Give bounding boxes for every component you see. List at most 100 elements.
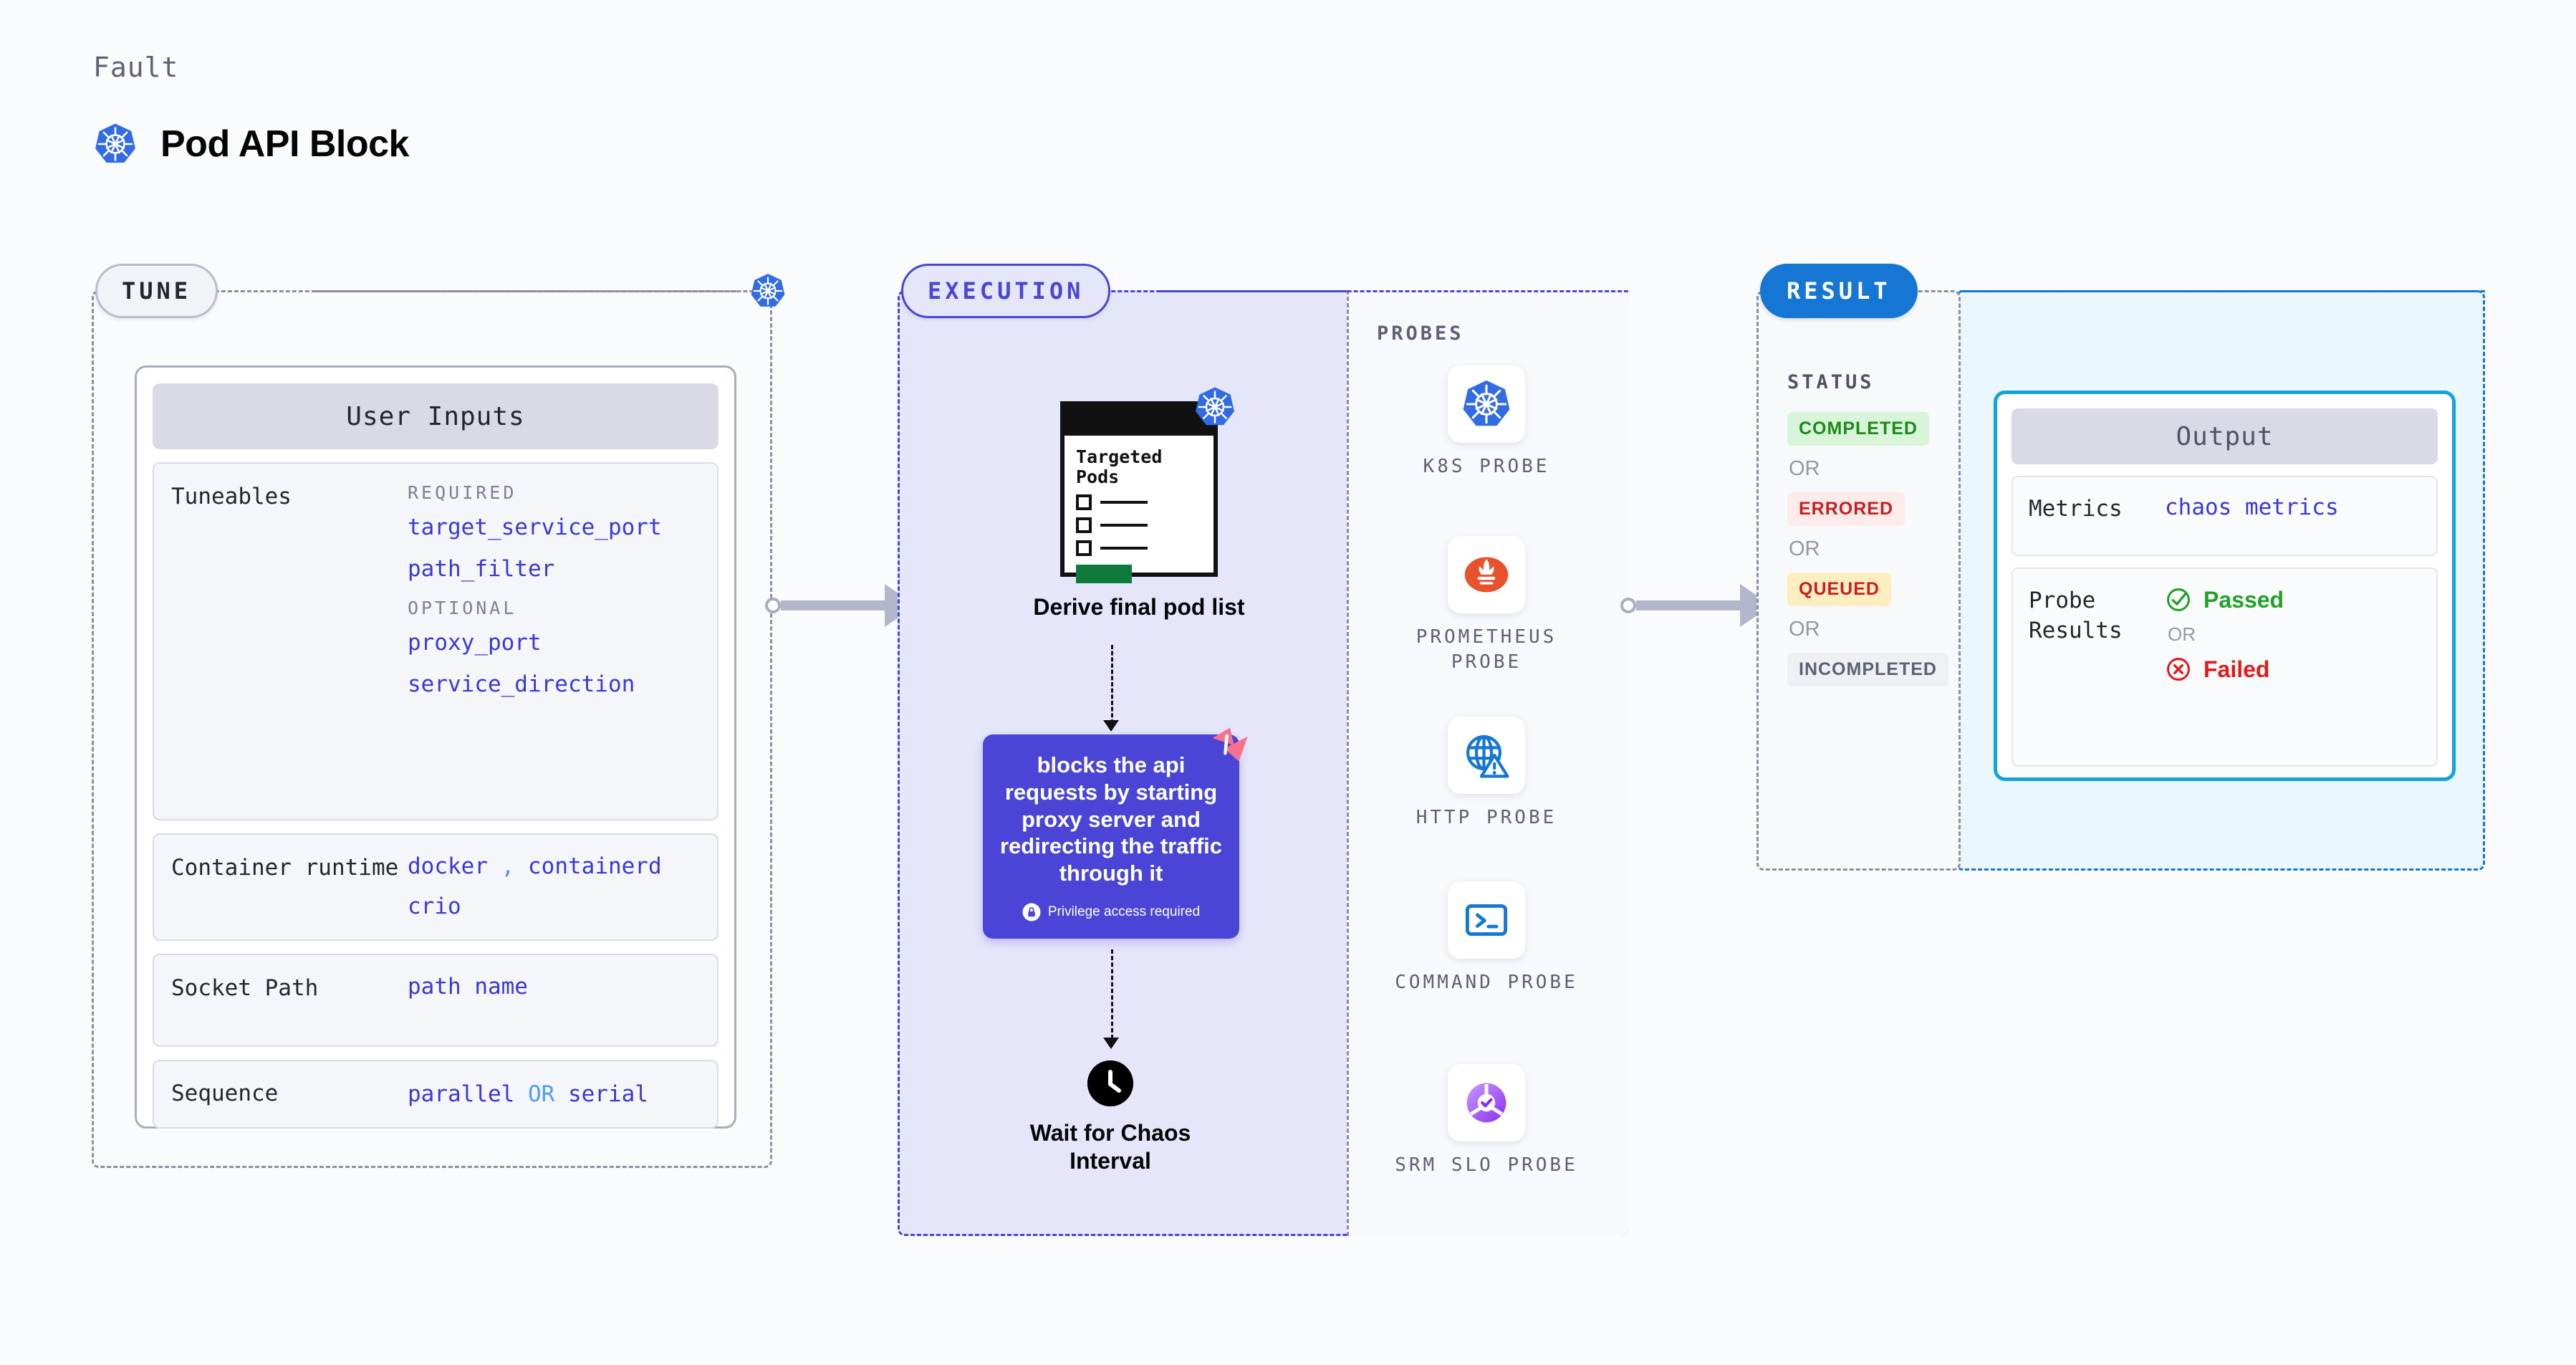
result-pill-connector: [1960, 290, 2485, 292]
status-or: OR: [1789, 457, 1820, 480]
tuneable-value[interactable]: path_filter: [408, 556, 555, 582]
fault-title-row: Pod API Block: [93, 122, 409, 166]
pod-status-bar: [1076, 565, 1132, 583]
metrics-label: Metrics: [2029, 496, 2123, 522]
prometheus-icon: [1461, 549, 1512, 600]
pod-list-item: [1076, 540, 1203, 556]
tuneable-value[interactable]: proxy_port: [408, 630, 542, 656]
status-badge-queued: QUEUED: [1787, 573, 1891, 606]
check-circle-icon: [2165, 586, 2192, 613]
tuneables-values: REQUIRED target_service_port path_filter…: [408, 482, 700, 800]
status-badge-completed: COMPLETED: [1787, 412, 1929, 446]
status-or: OR: [1789, 618, 1820, 641]
pod-name-placeholder: [1100, 547, 1148, 550]
execution-pill[interactable]: EXECUTION: [901, 264, 1111, 318]
probe-label: SRM SLO PROBE: [1395, 1154, 1578, 1176]
runtime-line-1: docker , containerd: [408, 853, 700, 879]
connector-bar: [1636, 600, 1740, 610]
lock-icon: [1022, 903, 1041, 921]
flow-arrowhead: [1103, 720, 1119, 732]
probe-tile: [1448, 881, 1525, 959]
probe-label: K8S PROBE: [1423, 456, 1550, 477]
probe-item-srm-slo[interactable]: SRM SLO PROBE: [1383, 1064, 1590, 1178]
socket-path-value[interactable]: path name: [408, 974, 528, 1000]
flow-arrowhead: [1103, 1038, 1119, 1049]
flow-arrow-line: [1111, 949, 1113, 1039]
user-inputs-card: User Inputs Tuneables REQUIRED target_se…: [135, 365, 736, 1129]
sequence-or: OR: [527, 1081, 555, 1107]
socket-path-label: Socket Path: [171, 975, 319, 1001]
probe-result-failed: Failed: [2165, 656, 2284, 683]
connector-start-dot: [1620, 598, 1636, 613]
sequence-serial[interactable]: serial: [567, 1081, 648, 1107]
wait-for-chaos-interval-label: Wait for Chaos Interval: [1029, 1120, 1191, 1174]
terminal-icon: [1461, 895, 1512, 945]
wait-for-chaos-interval-block: Wait for Chaos Interval: [1003, 1060, 1218, 1175]
status-badge-errored: ERRORED: [1787, 492, 1905, 526]
output-card: Output Metrics chaos metrics Probe Resul…: [1994, 391, 2456, 781]
kubernetes-icon: [1193, 385, 1236, 428]
container-runtime-row: Container runtime docker , containerd cr…: [153, 833, 719, 941]
checkbox-icon: [1076, 494, 1092, 510]
tune-pill-connector: [314, 290, 736, 292]
kubernetes-icon: [749, 272, 787, 310]
probe-tile: [1448, 536, 1525, 613]
probe-results-or: OR: [2168, 623, 2196, 645]
status-list: COMPLETED OR ERRORED OR QUEUED OR INCOMP…: [1787, 412, 1959, 686]
optional-tag: OPTIONAL: [408, 598, 517, 618]
output-title: Output: [2012, 408, 2438, 464]
user-inputs-title: User Inputs: [153, 383, 719, 449]
sequence-parallel[interactable]: parallel: [408, 1081, 515, 1107]
runtime-crio[interactable]: crio: [408, 894, 461, 919]
probe-label: PROMETHEUS PROBE: [1416, 626, 1557, 674]
probe-tile: [1448, 717, 1525, 794]
flow-arrow-line: [1111, 645, 1113, 724]
probe-label: HTTP PROBE: [1416, 807, 1557, 828]
status-badge-incompleted: INCOMPLETED: [1787, 653, 1948, 686]
tuneables-label: Tuneables: [171, 484, 292, 509]
sequence-values: parallel OR serial: [408, 1081, 700, 1107]
result-pill[interactable]: RESULT: [1760, 264, 1918, 318]
probe-item-command[interactable]: COMMAND PROBE: [1383, 881, 1590, 995]
container-runtime-values: docker , containerd crio: [408, 853, 700, 921]
pod-card-titlebar: [1064, 406, 1213, 436]
chaos-action-card: blocks the api requests by starting prox…: [983, 734, 1239, 939]
clock-icon: [1087, 1060, 1133, 1106]
execution-pill-connector: [1160, 290, 1628, 292]
runtime-containerd[interactable]: containerd: [528, 853, 662, 879]
failed-label: Failed: [2203, 656, 2270, 682]
checkbox-icon: [1076, 540, 1092, 556]
metrics-row: Metrics chaos metrics: [2012, 476, 2438, 556]
page-title: Pod API Block: [160, 123, 409, 165]
connector-bar: [781, 600, 885, 610]
runtime-separator: ,: [501, 853, 515, 879]
probe-tile: [1448, 365, 1525, 443]
sequence-row: Sequence parallel OR serial: [153, 1060, 719, 1129]
sequence-label: Sequence: [171, 1081, 279, 1107]
fault-label: Fault: [93, 52, 179, 83]
derive-pod-list-block: Targeted Pods Derive final pod list: [981, 401, 1297, 621]
tuneable-value[interactable]: target_service_port: [408, 514, 662, 540]
chaos-action-description: blocks the api requests by starting prox…: [999, 752, 1223, 886]
probe-tile: [1448, 1064, 1525, 1141]
tune-pill[interactable]: TUNE: [95, 264, 218, 318]
targeted-pods-title: Targeted Pods: [1076, 446, 1163, 487]
connector-start-dot: [765, 598, 781, 613]
probe-item-http[interactable]: HTTP PROBE: [1383, 717, 1590, 830]
kubernetes-icon: [93, 122, 138, 166]
probe-results-row: Probe Results Passed OR Failed: [2012, 567, 2438, 767]
probe-item-k8s[interactable]: K8S PROBE: [1383, 365, 1590, 479]
pod-name-placeholder: [1100, 524, 1148, 527]
metrics-value[interactable]: chaos metrics: [2165, 494, 2339, 520]
socket-path-values: path name: [408, 974, 700, 1027]
probe-result-passed: Passed: [2165, 586, 2284, 613]
tuneable-value[interactable]: service_direction: [408, 671, 635, 697]
required-tag: REQUIRED: [408, 482, 517, 503]
runtime-docker[interactable]: docker: [408, 853, 488, 879]
srm-slo-icon: [1461, 1077, 1512, 1129]
probe-item-prometheus[interactable]: PROMETHEUS PROBE: [1383, 536, 1590, 675]
status-or: OR: [1789, 537, 1820, 560]
pod-list-item: [1076, 517, 1203, 533]
execution-pill-label: EXECUTION: [928, 277, 1085, 305]
